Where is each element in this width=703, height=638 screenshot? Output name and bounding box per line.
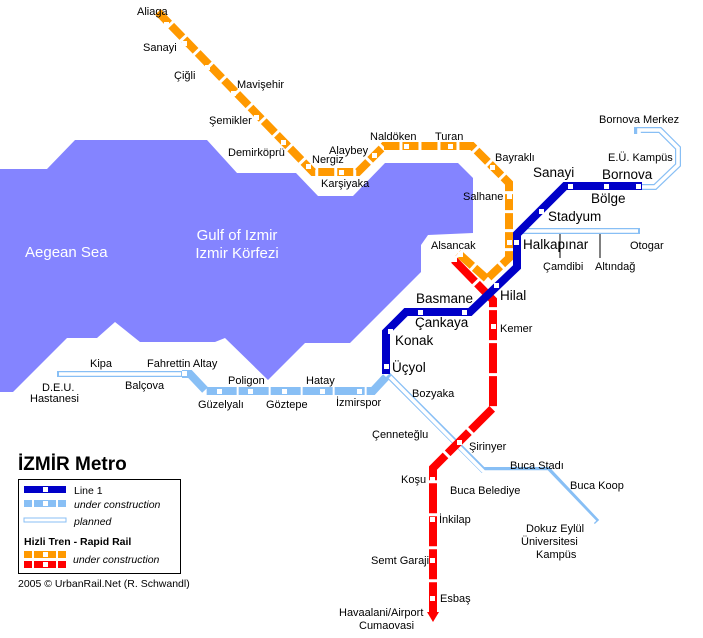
station-fahrettin-altay[interactable]: Fahrettin Altay xyxy=(147,358,218,370)
station-aliaga[interactable]: Aliaga xyxy=(137,6,168,18)
legend-line1-label: Line 1 xyxy=(74,485,103,497)
station-universitesi[interactable]: Üniversitesi xyxy=(521,536,578,548)
red-station-labels: Kemer Şirinyer Koşu İnkilap Semt Garaji … xyxy=(339,323,533,632)
station-bornova[interactable]: Bornova xyxy=(602,167,653,182)
station-sanayi-rail[interactable]: Sanayi xyxy=(143,42,177,54)
station-buca-koop[interactable]: Buca Koop xyxy=(570,480,624,492)
sea-area xyxy=(0,140,473,392)
station-konak[interactable]: Konak xyxy=(395,333,434,348)
station-sanayi[interactable]: Sanayi xyxy=(533,165,574,180)
legend-rapid-rail-heading: Hizli Tren - Rapid Rail xyxy=(24,536,131,548)
legend-construction-label: under construction xyxy=(74,499,161,511)
station-demirkopru[interactable]: Demirköprü xyxy=(228,147,285,159)
station-inkilap[interactable]: İnkilap xyxy=(439,513,471,526)
map-title: İZMİR Metro xyxy=(18,454,127,475)
station-dokuz-eylul[interactable]: Dokuz Eylül xyxy=(526,523,584,535)
line-under-construction xyxy=(182,370,389,395)
station-poligon[interactable]: Poligon xyxy=(228,375,265,387)
legend-planned-label: planned xyxy=(73,516,113,528)
legend-rail-construction-label: under construction xyxy=(73,554,160,566)
station-hilal[interactable]: Hilal xyxy=(500,288,526,303)
legend: İZMİR Metro Line 1 under construction pl… xyxy=(18,454,190,590)
station-nergiz[interactable]: Nergiz xyxy=(312,154,344,166)
station-deu[interactable]: D.E.U. xyxy=(42,382,74,394)
station-bayrakli[interactable]: Bayraklı xyxy=(495,152,535,164)
station-alaybey[interactable]: Alaybey xyxy=(329,145,369,157)
station-cankaya[interactable]: Çankaya xyxy=(415,315,469,330)
station-naldoken[interactable]: Naldöken xyxy=(370,131,416,143)
station-camdibi[interactable]: Çamdibi xyxy=(543,261,583,273)
station-goztepe[interactable]: Göztepe xyxy=(266,399,308,411)
orange-station-labels: Aliaga Sanayi Çiğli Mavişehir Şemikler D… xyxy=(137,6,535,252)
station-otogar[interactable]: Otogar xyxy=(630,240,664,252)
station-airport[interactable]: Havaalani/Airport xyxy=(339,607,423,619)
line1-station-labels: Bornova Bölge Sanayi Stadyum Halkapınar … xyxy=(392,165,653,375)
station-hastanesi[interactable]: Hastanesi xyxy=(30,393,79,405)
station-halkapinar[interactable]: Halkapınar xyxy=(523,237,589,252)
legend-planned-swatch xyxy=(23,517,67,523)
station-izmirspor[interactable]: İzmirspor xyxy=(336,396,382,409)
airport-arrow-icon xyxy=(427,612,439,622)
station-cigli[interactable]: Çiğli xyxy=(174,70,195,82)
station-salhane[interactable]: Salhane xyxy=(463,191,503,203)
station-esbas[interactable]: Esbaş xyxy=(440,593,471,605)
station-kipa[interactable]: Kipa xyxy=(90,358,113,370)
planned-lines xyxy=(57,127,681,525)
station-kemer[interactable]: Kemer xyxy=(500,323,533,335)
copyright: 2005 © UrbanRail.Net (R. Schwandl) xyxy=(18,578,190,590)
station-kosu[interactable]: Koşu xyxy=(401,474,426,486)
construction-station-labels: Fahrettin Altay Güzelyalı Poligon Göztep… xyxy=(147,358,382,411)
planned-station-labels: Kipa Balçova D.E.U. Hastanesi Bozyaka Çe… xyxy=(30,114,679,561)
station-basmane[interactable]: Basmane xyxy=(416,291,473,306)
station-markers xyxy=(164,22,641,601)
orange-rapid-rail xyxy=(155,9,513,285)
station-bozyaka[interactable]: Bozyaka xyxy=(412,388,455,400)
station-alsancak[interactable]: Alsancak xyxy=(431,240,476,252)
metro-line-1 xyxy=(382,182,642,374)
station-hatay[interactable]: Hatay xyxy=(306,375,335,387)
station-mavisehir[interactable]: Mavişehir xyxy=(237,79,284,91)
station-cenneteglu[interactable]: Çenneteğlu xyxy=(372,429,428,441)
station-buca-belediye[interactable]: Buca Belediye xyxy=(450,485,520,497)
station-ucyol[interactable]: Üçyol xyxy=(392,360,426,375)
station-sirinyer[interactable]: Şirinyer xyxy=(469,441,507,453)
red-rapid-rail xyxy=(429,257,497,612)
station-balcova[interactable]: Balçova xyxy=(125,380,165,392)
station-eu-kampus[interactable]: E.Ü. Kampüs xyxy=(608,152,673,164)
station-turan[interactable]: Turan xyxy=(435,131,463,143)
station-semikler[interactable]: Şemikler xyxy=(209,115,252,127)
gulf-label-tr: Izmir Körfezi xyxy=(195,245,278,262)
station-kampus[interactable]: Kampüs xyxy=(536,549,577,561)
station-buca-stadi[interactable]: Buca Stadı xyxy=(510,460,564,472)
station-altindag[interactable]: Altındağ xyxy=(595,261,635,273)
station-bolge[interactable]: Bölge xyxy=(591,191,626,206)
station-guzelyali[interactable]: Güzelyalı xyxy=(198,399,244,411)
station-karsiyaka[interactable]: Karşiyaka xyxy=(321,178,370,190)
gulf-label-en: Gulf of Izmir xyxy=(197,227,278,244)
station-cumaovasi[interactable]: Cumaovasi xyxy=(359,620,414,632)
aegean-sea-label: Aegean Sea xyxy=(25,244,108,261)
station-bornova-merkez[interactable]: Bornova Merkez xyxy=(599,114,679,126)
station-semt-garaji[interactable]: Semt Garaji xyxy=(371,555,429,567)
station-stadyum[interactable]: Stadyum xyxy=(548,209,601,224)
